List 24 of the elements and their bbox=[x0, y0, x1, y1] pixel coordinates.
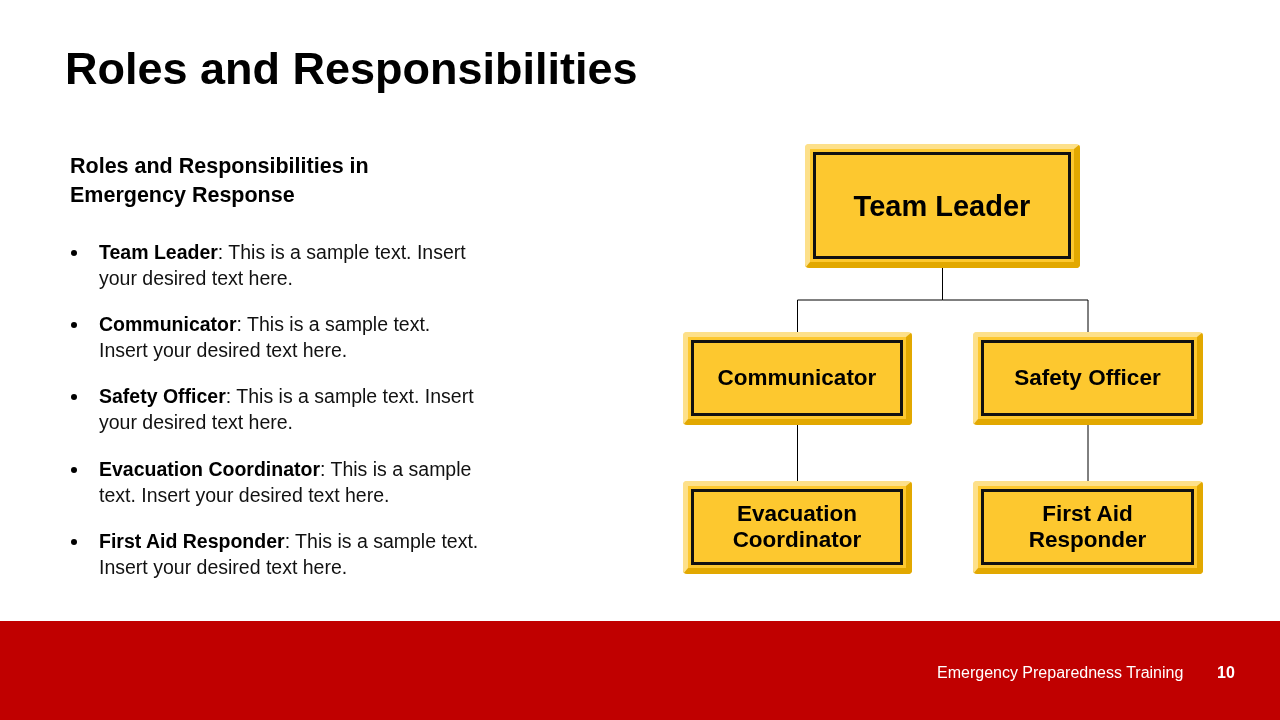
bullet-text: Team Leader: This is a sample text. Insert your desired text here. bbox=[99, 240, 467, 291]
bullet-text: Evacuation Coordinator: This is a sample text. Insert your desired text here. bbox=[99, 457, 473, 508]
role-title: Evacuation Coordinator bbox=[731, 501, 863, 553]
connector-line bbox=[942, 267, 943, 301]
role-title: First Aid Responder bbox=[1027, 501, 1148, 553]
connector-line bbox=[797, 424, 798, 482]
bullet-text: First Aid Responder: This is a sample text. Insert your desired text here. bbox=[99, 529, 480, 580]
role-title: Safety Officer bbox=[1014, 365, 1161, 391]
page-number: 10 bbox=[1217, 663, 1235, 683]
connector-line bbox=[942, 299, 1089, 333]
role-title: Communicator bbox=[717, 365, 877, 391]
section-heading: Roles and Responsibilities in Emergency Response bbox=[70, 153, 370, 209]
role-box bbox=[973, 481, 1203, 574]
slide-title: Roles and Responsibilities bbox=[65, 42, 638, 96]
role-box bbox=[683, 481, 912, 574]
role-title: Team Leader bbox=[853, 192, 1031, 219]
role-box bbox=[973, 332, 1203, 425]
connector-line bbox=[797, 299, 943, 333]
bullet-text: Safety Officer: This is a sample text. Insert your desired text here. bbox=[99, 384, 475, 435]
role-box bbox=[683, 332, 912, 425]
role-box bbox=[805, 144, 1080, 268]
bullet-text: Communicator: This is a sample text. Insert your desired text here. bbox=[99, 312, 432, 363]
footer-text: Emergency Preparedness Training bbox=[937, 663, 1184, 683]
connector-line bbox=[1087, 424, 1089, 482]
